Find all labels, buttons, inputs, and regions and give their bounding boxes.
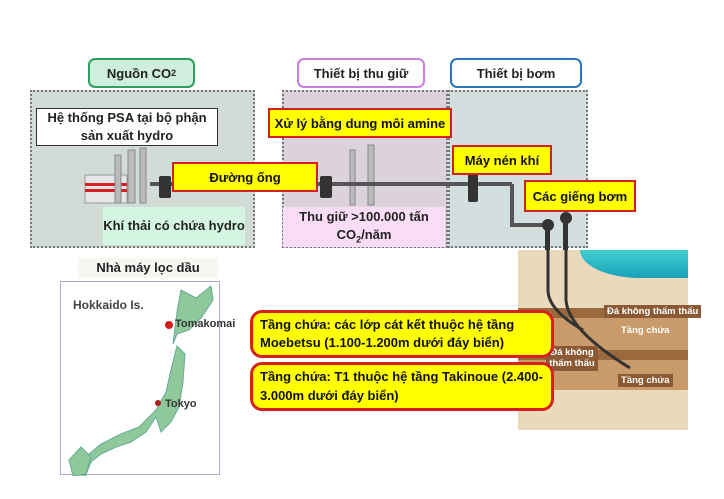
reservoir-box-takinoue: Tầng chứa: T1 thuộc hệ tầng Takinoue (2.…: [250, 362, 554, 411]
hokkaido-shape: [172, 285, 214, 345]
hokkaido-label: Hokkaido Is.: [73, 298, 144, 312]
capture-amount: Thu giữ >100.000 tấn CO: [299, 209, 429, 242]
pump-header: Thiết bị bơm: [450, 58, 582, 88]
caprock-label-1: Đá không thấm thấu: [604, 305, 702, 319]
capture-amount-label: Thu giữ >100.000 tấn CO2/năm: [283, 207, 445, 247]
amine-label: Xử lý bằng dung môi amine: [268, 108, 452, 138]
psa-label: Hệ thống PSA tại bộ phận sản xuất hydro: [36, 108, 218, 146]
japan-map: Hokkaido Is. Tomakomai Tokyo: [60, 281, 235, 484]
source-header-sub: 2: [171, 68, 177, 78]
kyushu-shape: [68, 446, 92, 477]
well-pipe: [510, 184, 545, 227]
compressor-unit: [468, 172, 478, 202]
tank-stripe: [85, 189, 127, 192]
reservoir-label-2: Tầng chứa: [618, 374, 673, 388]
amine-towers: [349, 144, 375, 206]
source-header-text: Nguồn CO: [106, 65, 172, 81]
refinery-label: Nhà máy lọc dầu: [78, 258, 218, 278]
caprock-layer: [518, 350, 688, 360]
honshu-shape: [80, 345, 186, 484]
exhaust-label: Khí thải có chứa hydro: [103, 207, 245, 245]
japan-outline: [68, 285, 214, 484]
compressor-label: Máy nén khí: [452, 145, 552, 175]
reservoir-box-moebetsu: Tầng chứa: các lớp cát kết thuộc hệ tầng…: [250, 310, 554, 359]
wells-label: Các giếng bơm: [524, 180, 636, 212]
tank-stripe: [85, 183, 127, 186]
pipeline-label: Đường ống: [172, 162, 318, 192]
well-bores: [546, 250, 631, 370]
psa-towers: [114, 147, 147, 204]
tokyo-label: Tokyo: [165, 398, 197, 410]
caprock-label-2: Đá không thấm thấu: [546, 346, 598, 371]
tokyo-marker: [155, 400, 161, 406]
reservoir-label-1: Tầng chứa: [621, 325, 670, 336]
compressor-unit: [320, 176, 332, 198]
capture-header: Thiết bị thu giữ: [297, 58, 425, 88]
tomakomai-marker: [165, 321, 173, 329]
capture-sub: 2: [356, 234, 362, 245]
reservoir-boxes: Tầng chứa: các lớp cát kết thuộc hệ tầng…: [250, 310, 554, 411]
capture-amount-text: Thu giữ >100.000 tấn CO2/năm: [283, 208, 445, 245]
compressor-unit: [159, 176, 171, 198]
tomakomai-label: Tomakomai: [175, 318, 236, 330]
capture-unit: /năm: [361, 226, 392, 242]
wellhead-icon: [542, 212, 572, 255]
caprock-layer: [518, 308, 688, 318]
